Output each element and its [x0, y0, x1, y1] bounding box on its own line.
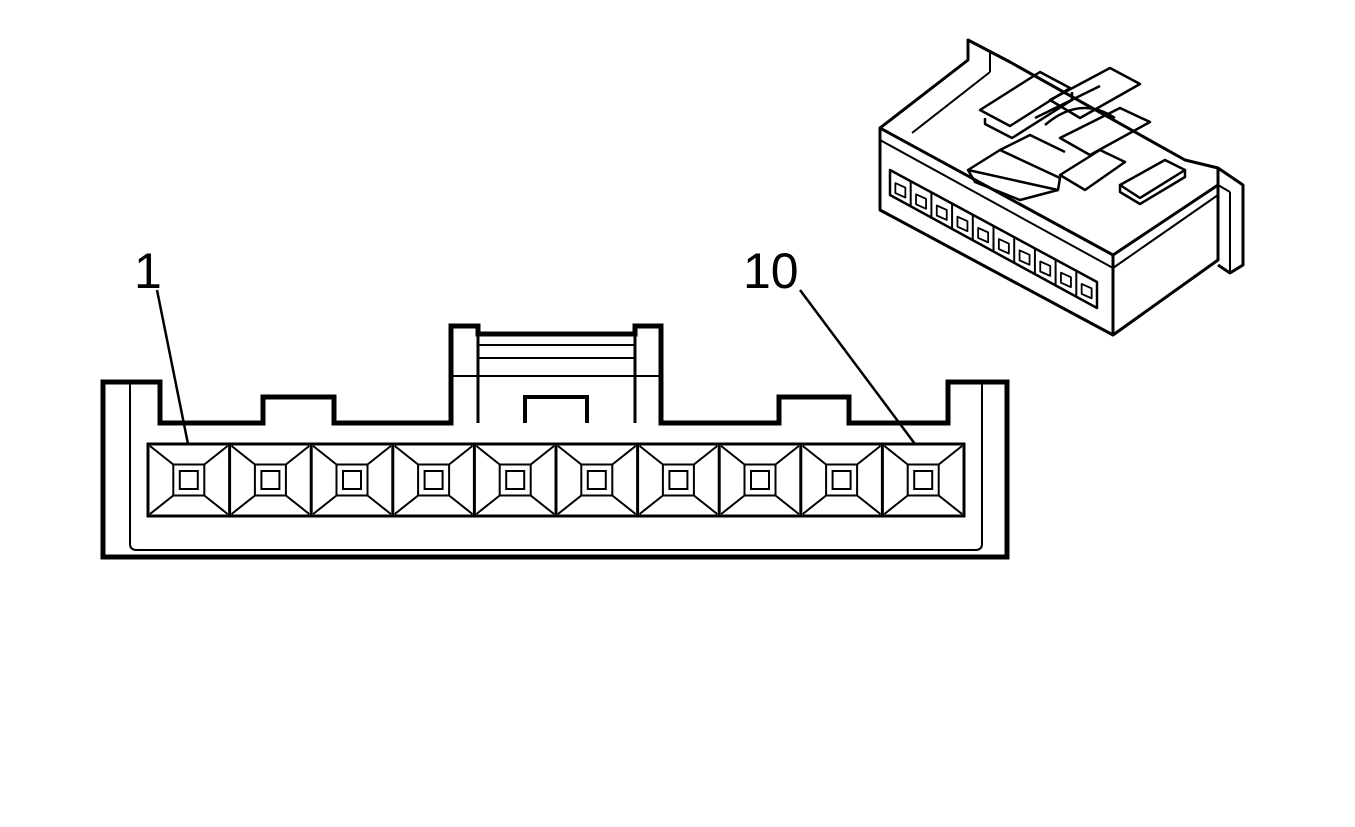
- iso-terminal-cavity-2: [909, 181, 927, 210]
- iso-terminal-cavities: [894, 181, 1093, 300]
- terminal-cavity-7: [636, 444, 718, 516]
- terminal-cavity-9: [799, 444, 882, 516]
- iso-side-face: [1112, 183, 1220, 337]
- iso-terminal-cavity-4: [951, 203, 969, 233]
- connector-face-view: [100, 323, 1010, 560]
- terminal-cavity-3: [309, 444, 392, 516]
- leader-line-pin-last: [798, 289, 917, 445]
- iso-terminal-cavity-3: [930, 192, 948, 221]
- terminal-cavity-4: [391, 444, 474, 516]
- iso-terminal-cavity-6: [992, 226, 1010, 255]
- label-pin-first: 1: [134, 243, 162, 299]
- iso-terminal-cavity-10: [1075, 270, 1093, 300]
- terminal-cavity-8: [717, 444, 800, 516]
- iso-terminal-cavity-1: [894, 182, 907, 199]
- iso-terminal-cavity-7: [1013, 237, 1031, 266]
- terminal-cavity-10: [880, 444, 963, 516]
- terminal-cavity-2: [228, 444, 310, 516]
- terminal-cavity-1: [149, 445, 229, 515]
- connector-isometric-view: [878, 38, 1245, 337]
- terminal-cavities: [149, 444, 963, 516]
- iso-terminal-strip: [888, 168, 1099, 310]
- housing-outline: [100, 323, 1010, 560]
- iso-end-flange: [1217, 166, 1245, 275]
- label-pin-last: 10: [743, 243, 799, 299]
- leader-line-pin-first: [155, 289, 190, 445]
- iso-terminal-cavity-5: [971, 214, 990, 244]
- terminal-cavity-6: [554, 444, 637, 516]
- iso-latch: [966, 66, 1187, 206]
- terminal-cavity-5: [472, 444, 555, 516]
- pin-callouts: 1 10: [134, 243, 917, 445]
- iso-terminal-cavity-8: [1033, 248, 1052, 277]
- locking-latch: [451, 334, 661, 423]
- housing-inner-line: [129, 382, 983, 551]
- iso-terminal-cavity-9: [1054, 259, 1072, 289]
